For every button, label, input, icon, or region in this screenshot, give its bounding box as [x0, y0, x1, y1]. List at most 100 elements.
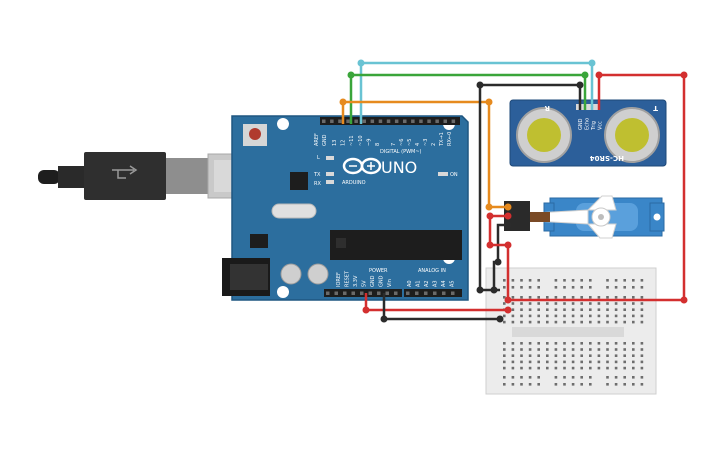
breadboard-hole[interactable]	[520, 360, 523, 364]
breadboard-hole[interactable]	[606, 366, 609, 370]
breadboard-hole[interactable]	[632, 320, 635, 324]
breadboard-hole[interactable]	[511, 376, 515, 379]
breadboard-hole[interactable]	[503, 286, 506, 289]
breadboard-hole[interactable]	[503, 376, 506, 379]
breadboard-hole[interactable]	[571, 383, 575, 386]
breadboard-hole[interactable]	[597, 354, 601, 357]
breadboard-hole[interactable]	[589, 302, 592, 305]
breadboard-hole[interactable]	[546, 342, 549, 345]
power-header-pin[interactable]	[326, 291, 330, 296]
breadboard-hole[interactable]	[511, 342, 515, 345]
breadboard-hole[interactable]	[554, 342, 558, 345]
breadboard-hole[interactable]	[554, 308, 558, 311]
breadboard-hole[interactable]	[571, 296, 575, 299]
breadboard-hole[interactable]	[537, 366, 540, 370]
wire-cyan[interactable]	[359, 61, 594, 124]
analog-header-pin[interactable]	[442, 291, 446, 296]
breadboard-hole[interactable]	[563, 302, 566, 305]
breadboard-hole[interactable]	[623, 296, 626, 299]
breadboard-hole[interactable]	[563, 320, 566, 324]
breadboard-hole[interactable]	[640, 354, 644, 357]
breadboard-hole[interactable]	[563, 308, 566, 311]
breadboard-hole[interactable]	[520, 308, 523, 311]
breadboard-hole[interactable]	[606, 296, 609, 299]
breadboard-hole[interactable]	[640, 314, 644, 318]
breadboard-hole[interactable]	[546, 308, 549, 311]
digital-header-pin[interactable]	[403, 119, 407, 124]
breadboard-hole[interactable]	[632, 360, 635, 364]
breadboard-hole[interactable]	[520, 342, 523, 345]
breadboard-hole[interactable]	[597, 302, 601, 305]
breadboard-hole[interactable]	[554, 366, 558, 370]
breadboard-hole[interactable]	[503, 320, 506, 324]
breadboard-hole[interactable]	[511, 279, 515, 282]
breadboard-hole[interactable]	[511, 308, 515, 311]
breadboard-hole[interactable]	[640, 308, 644, 311]
breadboard-hole[interactable]	[511, 366, 515, 370]
breadboard-hole[interactable]	[589, 314, 592, 318]
breadboard-hole[interactable]	[614, 348, 618, 351]
breadboard-hole[interactable]	[640, 296, 644, 299]
breadboard-hole[interactable]	[623, 383, 626, 386]
breadboard-hole[interactable]	[589, 342, 592, 345]
breadboard-hole[interactable]	[589, 308, 592, 311]
breadboard-hole[interactable]	[632, 376, 635, 379]
breadboard-hole[interactable]	[597, 314, 601, 318]
digital-header-pin[interactable]	[451, 119, 456, 124]
breadboard-hole[interactable]	[528, 279, 532, 282]
breadboard-hole[interactable]	[554, 376, 558, 379]
breadboard-hole[interactable]	[589, 354, 592, 357]
breadboard-hole[interactable]	[503, 360, 506, 364]
breadboard-hole[interactable]	[528, 342, 532, 345]
breadboard-hole[interactable]	[589, 376, 592, 379]
breadboard-hole[interactable]	[614, 308, 618, 311]
breadboard-hole[interactable]	[511, 296, 515, 299]
breadboard-hole[interactable]	[511, 314, 515, 318]
breadboard-holes[interactable]	[503, 279, 644, 386]
breadboard-hole[interactable]	[537, 320, 540, 324]
breadboard-hole[interactable]	[571, 302, 575, 305]
breadboard-hole[interactable]	[503, 279, 506, 282]
breadboard-hole[interactable]	[520, 320, 523, 324]
breadboard-hole[interactable]	[546, 366, 549, 370]
breadboard-hole[interactable]	[528, 302, 532, 305]
breadboard-hole[interactable]	[597, 366, 601, 370]
digital-header-pin[interactable]	[330, 119, 334, 124]
breadboard-hole[interactable]	[614, 320, 618, 324]
breadboard-hole[interactable]	[520, 302, 523, 305]
breadboard-hole[interactable]	[503, 354, 506, 357]
breadboard-hole[interactable]	[580, 286, 583, 289]
breadboard-hole[interactable]	[614, 296, 618, 299]
breadboard-hole[interactable]	[623, 342, 626, 345]
breadboard-hole[interactable]	[580, 320, 583, 324]
breadboard-hole[interactable]	[580, 383, 583, 386]
digital-header-pin[interactable]	[354, 119, 358, 124]
breadboard-hole[interactable]	[537, 302, 540, 305]
breadboard-hole[interactable]	[528, 366, 532, 370]
breadboard-hole[interactable]	[528, 348, 532, 351]
digital-header-pin[interactable]	[370, 119, 375, 124]
breadboard-hole[interactable]	[589, 383, 592, 386]
breadboard-hole[interactable]	[580, 354, 583, 357]
breadboard-hole[interactable]	[571, 286, 575, 289]
breadboard-hole[interactable]	[563, 376, 566, 379]
digital-header-pin[interactable]	[443, 119, 448, 124]
breadboard-hole[interactable]	[580, 308, 583, 311]
breadboard-hole[interactable]	[614, 279, 618, 282]
breadboard-hole[interactable]	[623, 286, 626, 289]
breadboard-hole[interactable]	[614, 366, 618, 370]
breadboard-hole[interactable]	[554, 302, 558, 305]
breadboard-hole[interactable]	[606, 342, 609, 345]
breadboard-hole[interactable]	[580, 376, 583, 379]
breadboard-hole[interactable]	[563, 286, 566, 289]
breadboard-hole[interactable]	[640, 366, 644, 370]
power-header-pin[interactable]	[343, 291, 347, 296]
breadboard-hole[interactable]	[563, 383, 566, 386]
power-header-pin[interactable]	[334, 291, 339, 296]
breadboard-hole[interactable]	[528, 320, 532, 324]
breadboard-hole[interactable]	[623, 348, 626, 351]
breadboard-hole[interactable]	[554, 360, 558, 364]
breadboard-hole[interactable]	[640, 342, 644, 345]
breadboard-hole[interactable]	[580, 342, 583, 345]
